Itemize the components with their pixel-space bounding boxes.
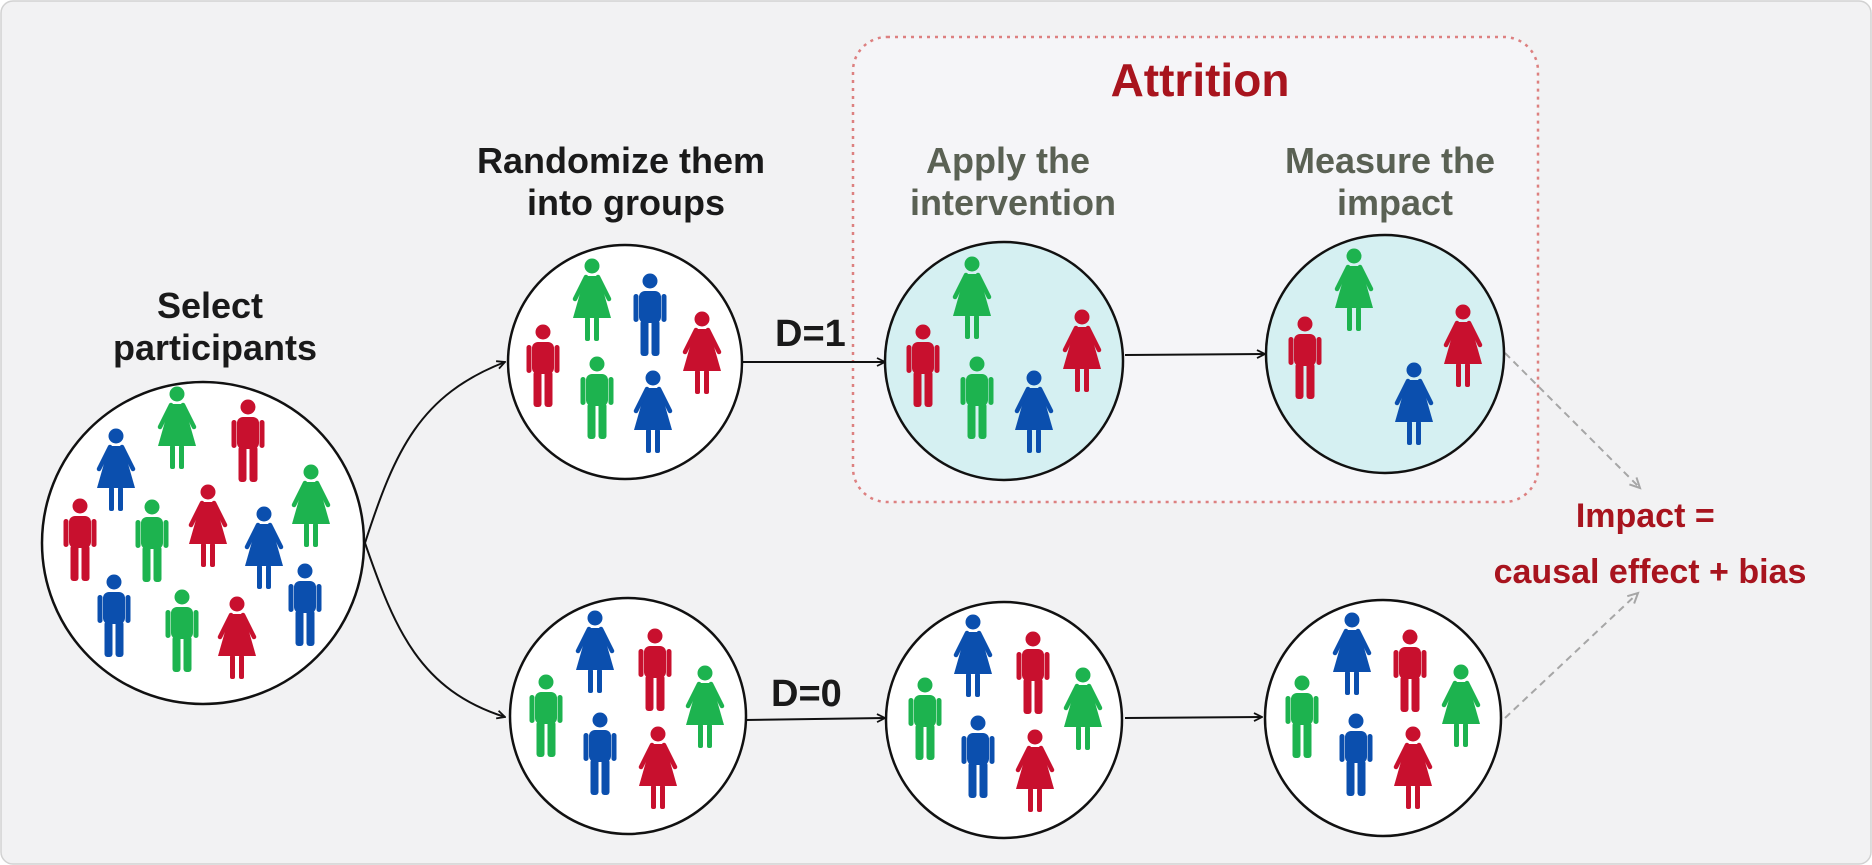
- person-male-green-icon: [908, 677, 942, 760]
- person-female-red-icon: [1443, 304, 1483, 387]
- person-male-green-icon: [529, 674, 563, 757]
- person-male-blue-icon: [961, 715, 995, 798]
- person-male-red-icon: [63, 498, 97, 581]
- randomize-label-line-2: into groups: [527, 182, 725, 223]
- person-female-blue-icon: [1394, 362, 1434, 445]
- person-female-green-icon: [157, 386, 197, 469]
- person-female-blue-icon: [633, 370, 673, 453]
- arrow-treatment-measure: [1124, 354, 1265, 355]
- person-female-blue-icon: [1332, 612, 1372, 695]
- person-female-green-icon: [685, 665, 725, 748]
- control-intervention-circle: [884, 600, 1124, 840]
- person-male-blue-icon: [288, 563, 322, 646]
- attrition-title: Attrition: [1111, 54, 1290, 106]
- person-female-green-icon: [1334, 248, 1374, 331]
- arrow-d0: [744, 718, 885, 720]
- person-female-red-icon: [638, 726, 678, 809]
- control-randomized-circle: [508, 596, 748, 836]
- person-male-green-icon: [135, 499, 169, 582]
- person-male-red-icon: [1288, 316, 1322, 399]
- select-label-line-2: participants: [113, 327, 317, 368]
- person-female-red-icon: [1015, 729, 1055, 812]
- branch-arrow-control: [364, 542, 505, 717]
- person-female-red-icon: [1393, 726, 1433, 809]
- person-male-blue-icon: [633, 273, 667, 356]
- person-female-blue-icon: [953, 614, 993, 697]
- treatment-randomized-people: [526, 258, 722, 453]
- person-female-green-icon: [952, 256, 992, 339]
- randomize-label: Randomize them into groups: [477, 140, 775, 223]
- person-male-blue-icon: [97, 574, 131, 657]
- person-male-blue-icon: [583, 712, 617, 795]
- person-male-green-icon: [580, 356, 614, 439]
- control-intervention-people: [908, 614, 1103, 812]
- select-participants-label: Select participants: [113, 285, 317, 368]
- treatment-measure-people: [1288, 248, 1483, 445]
- person-female-blue-icon: [575, 610, 615, 693]
- impact-label-line-2: causal effect + bias: [1494, 553, 1807, 591]
- impact-arrow-treatment: [1504, 352, 1640, 488]
- person-female-green-icon: [572, 258, 612, 341]
- randomize-label-line-1: Randomize them: [477, 140, 765, 181]
- impact-label-line-1: Impact =: [1576, 497, 1715, 535]
- treatment-intervention-circle: [883, 240, 1125, 482]
- people-layer: [63, 248, 1483, 812]
- measure-label-line-1: Measure the: [1285, 140, 1495, 181]
- person-male-red-icon: [906, 324, 940, 407]
- person-female-blue-icon: [1014, 370, 1054, 453]
- person-female-red-icon: [188, 484, 228, 567]
- impact-arrow-control: [1504, 593, 1638, 719]
- person-female-green-icon: [1063, 667, 1103, 750]
- d1-label: D=1: [775, 313, 846, 355]
- person-male-green-icon: [1285, 675, 1319, 758]
- person-male-red-icon: [1016, 631, 1050, 714]
- control-measure-people: [1285, 612, 1481, 809]
- select-label-line-1: Select: [157, 285, 263, 326]
- person-female-blue-icon: [244, 506, 284, 589]
- person-male-green-icon: [165, 589, 199, 672]
- apply-label-line-2: intervention: [910, 182, 1116, 223]
- control-measure-circle: [1263, 598, 1503, 838]
- person-female-green-icon: [291, 464, 331, 547]
- apply-label-line-1: Apply the: [926, 140, 1090, 181]
- person-male-blue-icon: [1339, 713, 1373, 796]
- person-female-green-icon: [1441, 664, 1481, 747]
- measure-impact-label: Measure the impact: [1285, 140, 1505, 223]
- person-male-red-icon: [231, 399, 265, 482]
- person-female-red-icon: [1062, 309, 1102, 392]
- population-people: [63, 386, 331, 679]
- person-female-blue-icon: [96, 428, 136, 511]
- person-male-red-icon: [526, 324, 560, 407]
- treatment-randomized-circle: [506, 243, 744, 481]
- treatment-intervention-people: [906, 256, 1102, 453]
- person-male-red-icon: [1393, 629, 1427, 712]
- person-male-green-icon: [960, 356, 994, 439]
- control-randomized-people: [529, 610, 725, 809]
- person-female-red-icon: [217, 596, 257, 679]
- person-male-red-icon: [638, 628, 672, 711]
- treatment-measure-circle: [1264, 233, 1506, 475]
- arrow-control-measure: [1124, 717, 1262, 718]
- branch-arrow-treatment: [364, 362, 505, 544]
- person-female-red-icon: [682, 311, 722, 394]
- apply-intervention-label: Apply the intervention: [910, 140, 1116, 223]
- d0-label: D=0: [771, 673, 842, 715]
- measure-label-line-2: impact: [1337, 182, 1453, 223]
- impact-label: Impact = causal effect + bias: [1494, 497, 1807, 591]
